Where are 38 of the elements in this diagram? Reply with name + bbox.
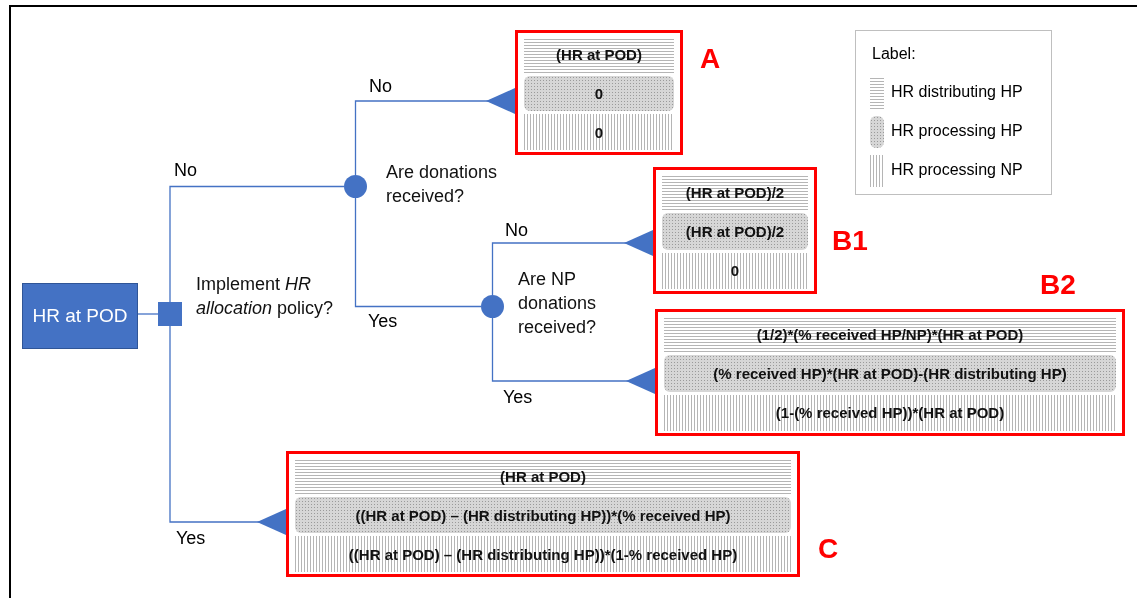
outcome-box — [655, 309, 1125, 436]
outcome-letter: B2 — [1040, 270, 1076, 300]
start-box: HR at POD — [22, 283, 138, 349]
question-text: Are donations received? — [386, 161, 499, 208]
legend-label: HR processing HP — [891, 122, 1023, 140]
legend-heading: Label: — [872, 45, 916, 63]
branch-line — [354, 197, 482, 308]
distributing-hp-row: (HR at POD) — [524, 37, 674, 73]
branch-line — [169, 185, 345, 303]
branch-line-with-triangle — [354, 88, 516, 176]
processing-np-row: 0 — [662, 252, 808, 289]
chance-circle — [481, 295, 504, 318]
branch-line — [137, 313, 159, 315]
processing-hp-row: 0 — [524, 75, 674, 112]
processing-hp-row: (HR at POD)/2 — [662, 213, 808, 250]
distributing-hp-row: (HR at POD) — [295, 458, 791, 494]
processing-np-row: ((HR at POD) – (HR distributing HP))*(1-% received HP) — [295, 536, 791, 572]
outcome-box — [515, 30, 683, 155]
branch-line-with-triangle — [491, 230, 654, 296]
outcome-box — [286, 451, 800, 577]
branch-line-with-triangle — [169, 325, 287, 535]
processing-hp-row: ((HR at POD) – (HR distributing HP))*(% received HP) — [295, 497, 791, 533]
distributing-hp-row: (1/2)*(% received HP/NP)*(HR at POD) — [664, 316, 1116, 353]
legend-label: HR distributing HP — [891, 83, 1023, 101]
legend-label: HR processing NP — [891, 161, 1023, 179]
processing-np-row: 0 — [524, 114, 674, 150]
processing-np-row: (1-(% received HP))*(HR at POD) — [664, 394, 1116, 431]
outcome-letter: A — [700, 44, 721, 74]
outcome-letter: C — [818, 534, 839, 564]
question-text: Are NP donations received? — [518, 268, 598, 339]
question-text: Implement HR allocation policy? — [196, 273, 335, 320]
processing-hp-row: (% received HP)*(HR at POD)-(HR distributing HP) — [664, 355, 1116, 392]
chance-circle — [344, 175, 367, 198]
outcome-letter: B1 — [832, 226, 868, 256]
branch-line-with-triangle — [491, 317, 656, 394]
outcome-box — [653, 167, 817, 294]
distributing-hp-row: (HR at POD)/2 — [662, 174, 808, 211]
decision-square — [158, 302, 182, 326]
